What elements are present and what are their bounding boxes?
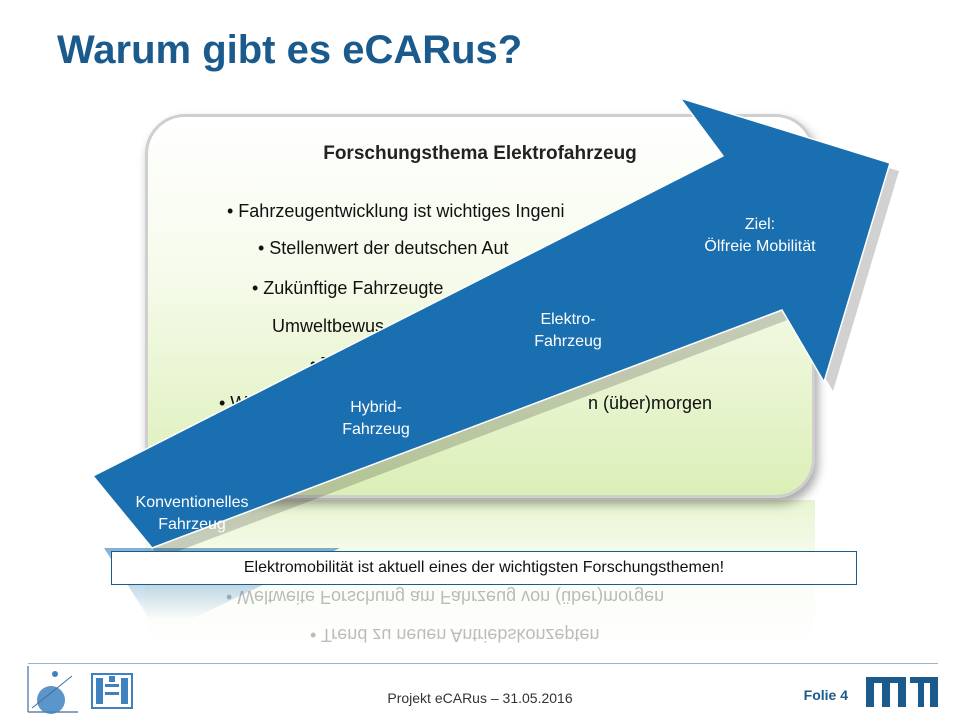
bullet-3: • Zukünftige Fahrzeugte (252, 278, 444, 298)
stage-electric: Elektro- Fahrzeug (534, 311, 602, 350)
bullet-2: • Stellenwert der deutschen Aut (258, 238, 509, 258)
footer-divider (28, 663, 938, 664)
footer-project-date: Projekt eCARus – 31.05.2016 (387, 690, 573, 706)
stage-conventional: Konventionelles Fahrzeug (135, 494, 249, 533)
stage-goal: Ziel: Ölfreie Mobilität (704, 216, 816, 255)
arrow-shape (92, 97, 891, 549)
conclusion-callout: Elektromobilität ist aktuell eines der w… (111, 551, 857, 585)
stage-hybrid: Hybrid- Fahrzeug (342, 399, 410, 438)
bullet-5-end: n (über)morgen (588, 393, 713, 413)
tum-logo-icon (866, 677, 938, 707)
institute-logo-icon (27, 666, 78, 714)
slide-number: Folie 4 (803, 687, 848, 703)
bullet-3-cont: Umweltbewus (272, 316, 385, 336)
slide-title: Warum gibt es eCARus? (57, 28, 523, 72)
building-logo-icon (91, 673, 133, 709)
box-title: Forschungsthema Elektrofahrzeug (323, 143, 637, 164)
bullet-1: • Fahrzeugentwicklung ist wichtiges Inge… (227, 201, 565, 221)
